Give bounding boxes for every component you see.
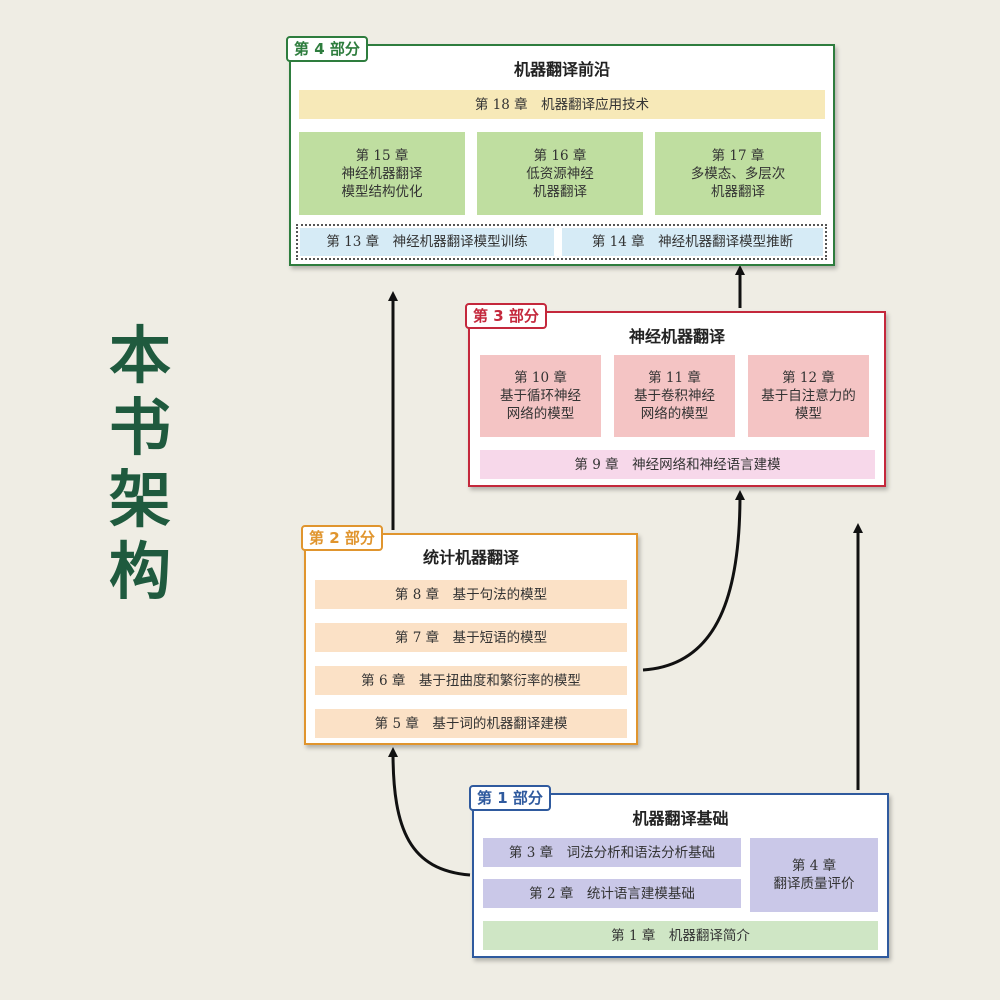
part4-badge: 第 4 部分 xyxy=(286,36,368,62)
chapter-9: 第 9 章 神经网络和神经语言建模 xyxy=(480,450,875,479)
chapter-14: 第 14 章 神经机器翻译模型推断 xyxy=(562,228,823,256)
chapter-7: 第 7 章 基于短语的模型 xyxy=(315,623,627,652)
part1-badge: 第 1 部分 xyxy=(469,785,551,811)
book-structure-title: 本 书 架 构 xyxy=(100,320,180,608)
chapter-8: 第 8 章 基于句法的模型 xyxy=(315,580,627,609)
part3-badge: 第 3 部分 xyxy=(465,303,547,329)
title-char-4: 构 xyxy=(108,535,171,608)
chapter-10: 第 10 章 基于循环神经 网络的模型 xyxy=(480,355,601,437)
chapter-12: 第 12 章 基于自注意力的 模型 xyxy=(748,355,869,437)
title-char-1: 本 xyxy=(108,319,171,392)
chapter-15: 第 15 章 神经机器翻译 模型结构优化 xyxy=(299,132,465,215)
part3-box: 第 3 部分 神经机器翻译 第 10 章 基于循环神经 网络的模型 第 11 章… xyxy=(465,303,886,487)
chapter-4: 第 4 章 翻译质量评价 xyxy=(750,838,878,912)
part4-box: 第 4 部分 机器翻译前沿 第 18 章 机器翻译应用技术 第 15 章 神经机… xyxy=(286,36,835,266)
chapter-5: 第 5 章 基于词的机器翻译建模 xyxy=(315,709,627,738)
chapter-18: 第 18 章 机器翻译应用技术 xyxy=(299,90,825,119)
title-char-3: 架 xyxy=(108,463,171,536)
part2-badge: 第 2 部分 xyxy=(301,525,383,551)
chapter-13: 第 13 章 神经机器翻译模型训练 xyxy=(300,228,554,256)
chapter-6: 第 6 章 基于扭曲度和繁衍率的模型 xyxy=(315,666,627,695)
part3-title: 神经机器翻译 xyxy=(628,327,725,346)
arrow-part2-to-part3 xyxy=(642,490,745,672)
chapter-16: 第 16 章 低资源神经 机器翻译 xyxy=(477,132,643,215)
training-inference-group xyxy=(296,224,827,260)
chapter-2: 第 2 章 统计语言建模基础 xyxy=(483,879,741,908)
chapter-3: 第 3 章 词法分析和语法分析基础 xyxy=(483,838,741,867)
part4-title: 机器翻译前沿 xyxy=(513,60,610,79)
part2-title: 统计机器翻译 xyxy=(422,548,519,567)
chapter-1: 第 1 章 机器翻译简介 xyxy=(483,921,878,950)
title-char-2: 书 xyxy=(108,391,171,464)
arrow-part1-to-part2 xyxy=(388,747,471,877)
chapter-17: 第 17 章 多模态、多层次 机器翻译 xyxy=(655,132,821,215)
part1-title: 机器翻译基础 xyxy=(632,809,729,828)
chapter-11: 第 11 章 基于卷积神经 网络的模型 xyxy=(614,355,735,437)
part1-box: 第 1 部分 机器翻译基础 第 3 章 词法分析和语法分析基础 第 2 章 统计… xyxy=(469,785,889,958)
part2-box: 第 2 部分 统计机器翻译 第 8 章 基于句法的模型 第 7 章 基于短语的模… xyxy=(301,525,638,745)
